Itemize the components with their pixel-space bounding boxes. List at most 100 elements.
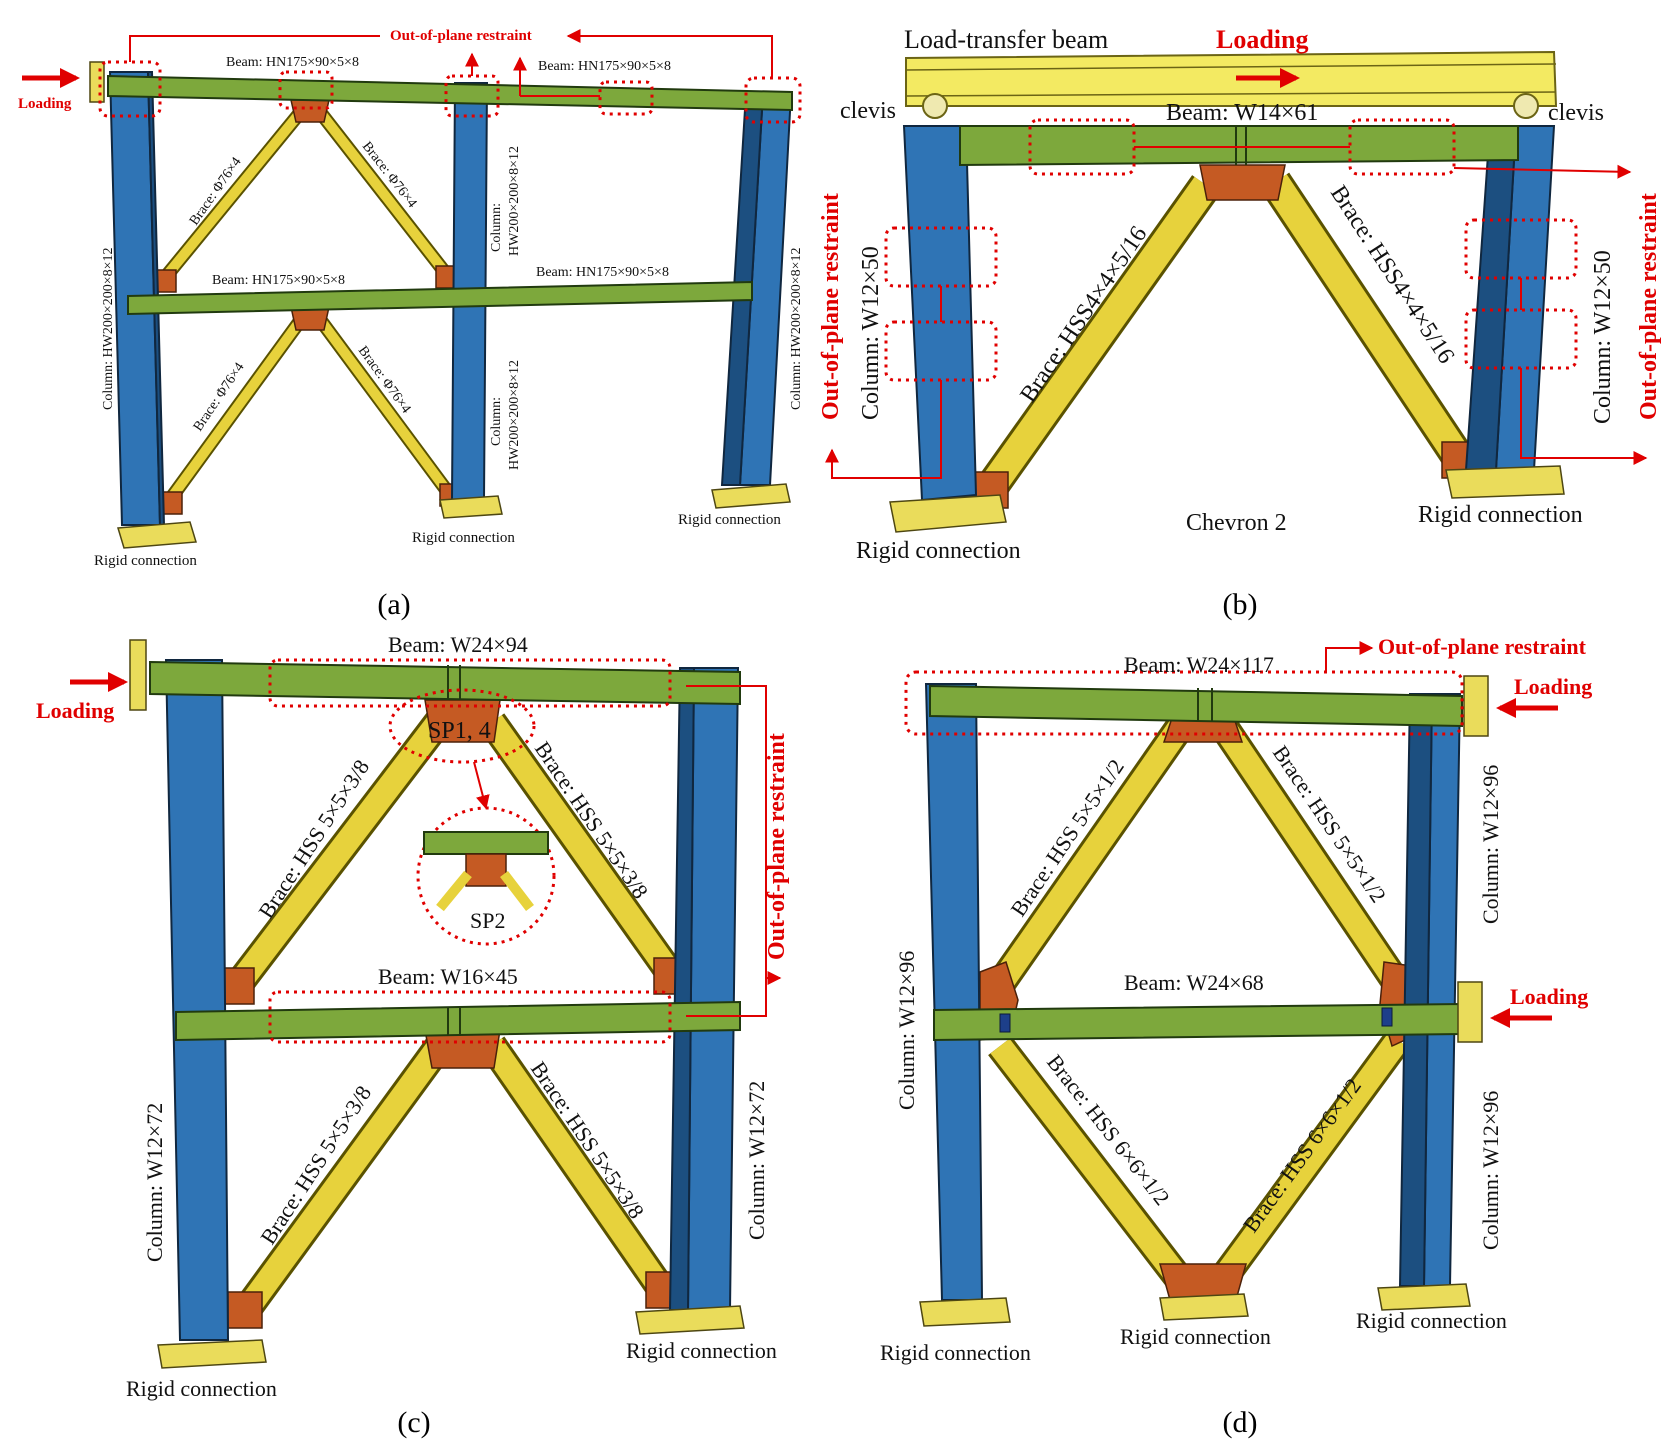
- gusset: [227, 1291, 263, 1329]
- loading-plate: [1457, 981, 1483, 1043]
- caption-b: (b): [1223, 588, 1258, 621]
- caption-d: (d): [1223, 1406, 1258, 1439]
- rigid-connection-label: Rigid connection: [1418, 502, 1583, 528]
- restraint-box: [268, 990, 672, 1044]
- restraint-box: [598, 80, 654, 116]
- loading-plate: [129, 639, 147, 711]
- gusset: [290, 99, 330, 123]
- restraint-leader: [1453, 164, 1632, 179]
- restraint-label: Out-of-plane restraint: [764, 733, 790, 960]
- rigid-connection-label: Rigid connection: [126, 1376, 277, 1401]
- rigid-connection-label: Rigid connection: [880, 1340, 1031, 1365]
- base-plate: [1159, 1293, 1249, 1321]
- rigid-connection-label: Rigid connection: [1120, 1324, 1271, 1349]
- load-transfer-beam-label: Load-transfer beam: [904, 25, 1108, 54]
- beam: [929, 684, 1463, 728]
- column: [924, 683, 984, 1301]
- loading-plate: [1463, 675, 1489, 737]
- column-label: HW200×200×8×12: [507, 146, 522, 256]
- beam-label: Beam: W24×94: [388, 632, 528, 657]
- restraint-box: [1464, 308, 1578, 370]
- column-label: Column: W12×72: [744, 1081, 769, 1240]
- base-plate: [117, 521, 197, 549]
- column-label: Column: W12×96: [894, 951, 919, 1110]
- beam-label: Beam: W14×61: [1166, 100, 1318, 126]
- column: [164, 659, 230, 1341]
- beam-label: Beam: HN175×90×5×8: [226, 55, 359, 70]
- beam: [107, 74, 793, 112]
- column-label: Column: W12×50: [1590, 250, 1616, 424]
- restraint-box: [1348, 118, 1456, 176]
- restraint-label: Out-of-plane restraint: [1636, 193, 1662, 420]
- loading-label: Loading: [1510, 984, 1588, 1009]
- caption-c: (c): [397, 1406, 430, 1439]
- gusset: [465, 853, 507, 887]
- column-label: Column: W12×96: [1478, 765, 1503, 924]
- rigid-connection-label: Rigid connection: [412, 530, 515, 546]
- beam-label: Beam: W16×45: [378, 964, 518, 989]
- loading-label: Loading: [1216, 25, 1309, 54]
- column-label: Column: HW200×200×8×12: [101, 247, 116, 410]
- beam: [959, 125, 1519, 167]
- restraint-label: Out-of-plane restraint: [1378, 634, 1587, 659]
- rigid-connection-label: Rigid connection: [94, 553, 197, 569]
- clevis-label: clevis: [1548, 100, 1604, 126]
- gusset: [1199, 164, 1286, 201]
- restraint-box: [268, 658, 672, 708]
- load-transfer-beam: [905, 50, 1558, 107]
- column-label: Column: W12×72: [142, 1103, 167, 1262]
- restraint-box: [884, 226, 998, 288]
- column-label: Column: W12×50: [858, 246, 884, 420]
- panel-d: Loading Loading Out-of-plane restraint B…: [880, 634, 1592, 1439]
- sp2-label: SP2: [470, 908, 505, 933]
- caption-a: (a): [377, 588, 410, 621]
- restraint-box: [1028, 118, 1136, 176]
- chevron-label: Chevron 2: [1186, 510, 1287, 536]
- column-label: Column: HW200×200×8×12: [789, 247, 804, 410]
- base-plate: [919, 1297, 1011, 1327]
- beam-label: Beam: W24×68: [1124, 970, 1264, 995]
- panel-a-braces: [157, 98, 456, 510]
- base-plate: [1445, 465, 1565, 499]
- base-plate: [711, 483, 791, 509]
- base-plate: [157, 1339, 267, 1369]
- restraint-leader: [686, 971, 782, 1017]
- column-label: Column: W12×96: [1478, 1091, 1503, 1250]
- loading-label: Loading: [18, 96, 72, 112]
- panel-b: Load-transfer beam Loading clevis clevis: [818, 25, 1662, 621]
- beam: [175, 1000, 741, 1042]
- sp2-detail: [416, 806, 556, 946]
- loading-label: Loading: [36, 698, 114, 723]
- loading-plate: [89, 61, 105, 103]
- rigid-connection-label: Rigid connection: [626, 1338, 777, 1363]
- restraint-label: Out-of-plane restraint: [390, 28, 532, 44]
- loading-label: Loading: [1514, 674, 1592, 699]
- beam-label: Beam: HN175×90×5×8: [212, 273, 345, 288]
- rigid-connection-label: Rigid connection: [678, 512, 781, 528]
- panel-a: Loading Out-of-plane restraint Beam: HN1…: [18, 28, 804, 621]
- brace-label: Brace: HSS 6×6×1/2: [1238, 1074, 1366, 1237]
- column-label: HW200×200×8×12: [507, 360, 522, 470]
- restraint-box: [884, 320, 998, 382]
- restraint-box: [444, 74, 500, 118]
- rigid-connection-label: Rigid connection: [1356, 1308, 1507, 1333]
- base-plate: [635, 1305, 745, 1335]
- sp1-callout: [388, 688, 536, 764]
- panel-c: Loading Out-of-plane restraint SP1, 4 SP…: [36, 632, 790, 1439]
- restraint-leader: [1325, 641, 1374, 672]
- restraint-label: Out-of-plane restraint: [818, 193, 844, 420]
- beam-label: Beam: HN175×90×5×8: [538, 59, 671, 74]
- clevis-icon: [922, 93, 948, 119]
- column-label: Column:: [489, 203, 504, 252]
- base-plate: [889, 494, 1007, 533]
- sp1-label: SP1, 4: [428, 718, 491, 744]
- restraint-leader: [686, 685, 767, 770]
- beam-label: Beam: HN175×90×5×8: [536, 265, 669, 280]
- rigid-connection-label: Rigid connection: [856, 538, 1021, 564]
- base-plate: [1377, 1283, 1471, 1311]
- restraint-box: [98, 60, 162, 118]
- clevis-label: clevis: [840, 98, 896, 124]
- sp2-beam: [423, 831, 549, 855]
- beam: [149, 660, 741, 706]
- beam: [127, 280, 753, 316]
